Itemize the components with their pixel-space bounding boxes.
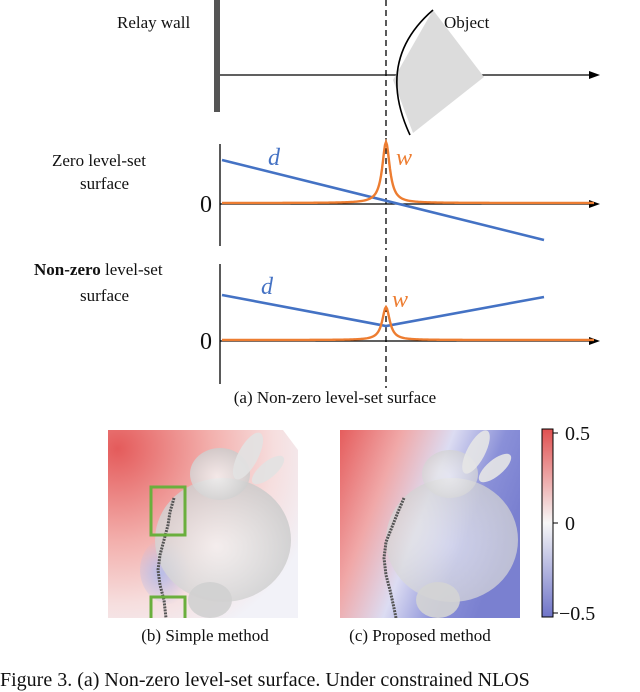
highlight-box-top (149, 485, 187, 537)
colorbar-max-label: 0.5 (565, 423, 590, 445)
simple-method-panel (108, 430, 298, 618)
simple-method-render (108, 430, 298, 618)
nonzero-plot-label-line1: Non-zero level-set (34, 260, 163, 280)
nonzero-level-set-plot: d w (219, 256, 600, 388)
zero-plot-label-line2: surface (80, 174, 130, 193)
zero-level-set-plot: d w (219, 138, 600, 250)
caption-b: (b) Simple method (141, 626, 269, 645)
nonzero-plot-zero-tick: 0 (200, 329, 212, 355)
nonzero-plot-label-rest: level-set (100, 260, 163, 279)
w-label-nonzero: w (392, 287, 408, 313)
nonzero-plot-label-bold: Non-zero (34, 260, 101, 279)
object-label: Object (444, 13, 490, 32)
d-line (221, 158, 545, 242)
caption-c: (c) Proposed method (349, 626, 491, 645)
w-curve-nonzero (221, 304, 594, 342)
zero-plot-label-line1: Zero level-set (52, 151, 146, 170)
zero-crossing-curve (382, 497, 406, 618)
bunny-body (386, 478, 518, 602)
relay-wall-label: Relay wall (117, 13, 191, 32)
bunny-ear (251, 455, 285, 485)
zero-plot-zero-tick: 0 (200, 192, 212, 218)
proposed-method-render (340, 430, 520, 618)
colorbar-mid-label: 0 (565, 513, 575, 535)
colorbar-min-label: −0.5 (559, 603, 596, 625)
proposed-method-panel (340, 430, 520, 618)
bunny-ear (232, 432, 264, 480)
axis-arrow (589, 71, 600, 79)
bunny-ear (478, 453, 512, 483)
d-line-nonzero (221, 293, 545, 328)
scene-schematic (214, 0, 600, 140)
bunny-body (155, 478, 291, 602)
relay-wall (214, 0, 220, 112)
colorbar-gradient (541, 428, 554, 618)
object-cone (393, 10, 484, 133)
highlight-box-bottom (149, 595, 187, 618)
bunny-foot (416, 582, 460, 618)
d-label: d (268, 145, 281, 171)
caption-a: (a) Non-zero level-set surface (233, 388, 437, 407)
w-curve (222, 138, 594, 205)
colorbar (541, 428, 558, 618)
zero-crossing-curve (156, 497, 176, 618)
bunny-foot (188, 582, 232, 618)
bunny-ear (462, 430, 490, 474)
nonzero-plot-label-line2: surface (80, 286, 130, 305)
figure-caption: Figure 3. (a) Non-zero level-set surface… (0, 669, 530, 691)
w-label: w (396, 145, 412, 171)
object-surface (396, 9, 434, 136)
d-label-nonzero: d (261, 274, 274, 300)
